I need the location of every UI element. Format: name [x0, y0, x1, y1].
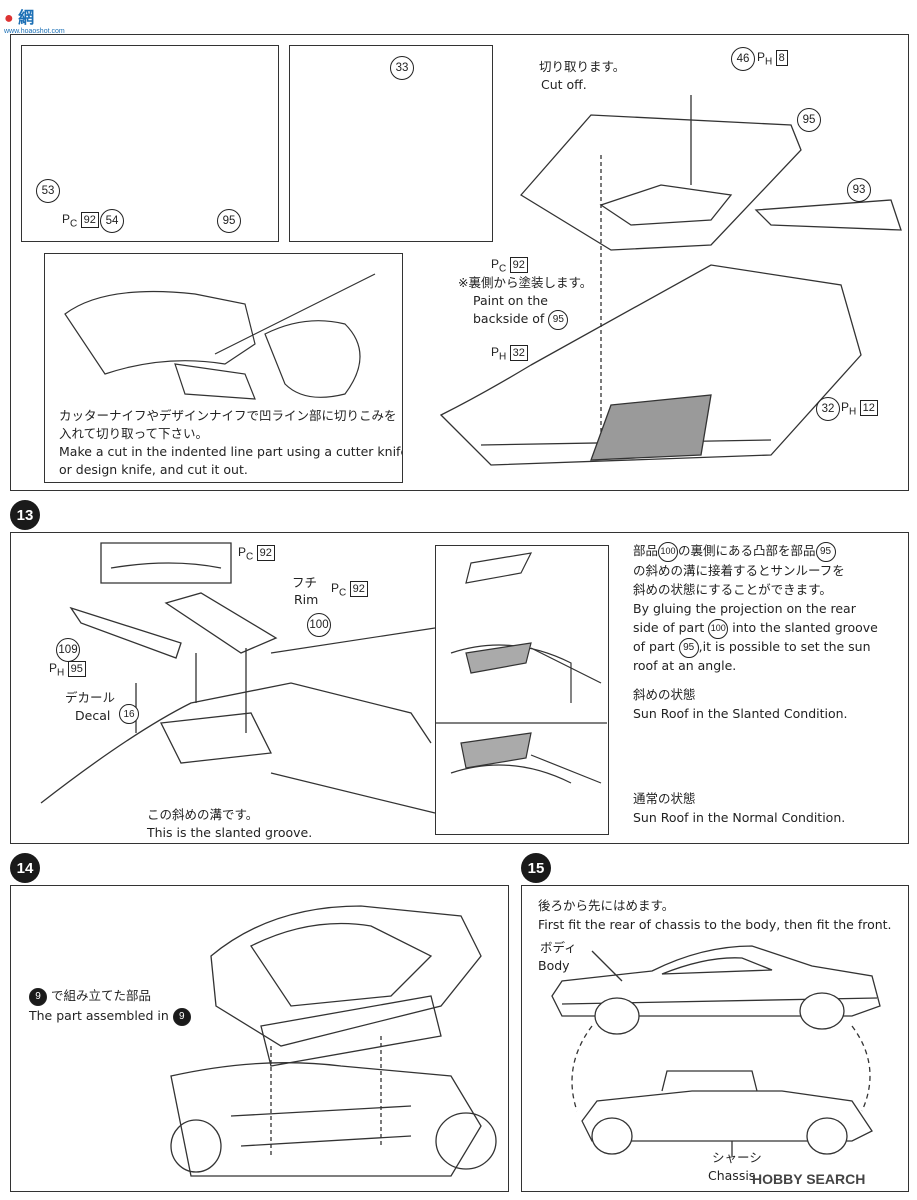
step13-panel: PC 92 フチ Rim PC 92 100 109 PH 95 デカール De… — [10, 532, 909, 844]
part-code-ph8: PH 8 — [757, 50, 788, 67]
slanted-en: Sun Roof in the Slanted Condition. — [633, 706, 848, 721]
step15-drawing — [551, 945, 881, 1156]
paint-note-en-2: backside of 95 — [473, 309, 569, 330]
step-14-badge: 14 — [10, 853, 40, 883]
part-100: 100 — [307, 613, 331, 637]
knife-instruction-en-2: or design knife, and cut it out. — [59, 462, 248, 477]
knife-illustration — [64, 273, 376, 400]
watermark-url: www.hoaoshot.com — [4, 28, 65, 35]
desc-en-1: By gluing the projection on the rear — [633, 601, 856, 616]
body-en: Body — [538, 958, 570, 973]
rim-en: Rim — [294, 592, 319, 607]
interior-subpanel: 33 — [289, 45, 493, 242]
watermark-logo: ● 網 www.hoaoshot.com — [4, 10, 65, 35]
step13-drawing — [40, 542, 607, 814]
step14-panel: 9 で組み立てた部品 The part assembled in 9 — [10, 885, 509, 1192]
part-code-ph95: PH 95 — [49, 661, 86, 678]
paint-note-en-1: Paint on the — [473, 293, 548, 308]
step-15-badge: 15 — [521, 853, 551, 883]
part-93: 93 — [847, 178, 871, 202]
part-32: 32 — [816, 397, 840, 421]
assembled-part-en: The part assembled in 9 — [29, 1006, 191, 1026]
body-jp: ボディ — [540, 940, 577, 955]
decal-jp: デカール — [65, 690, 116, 705]
part-code-pc92-paint: PC 92 — [491, 257, 528, 274]
part-95: 95 — [217, 209, 241, 233]
part-54: 54 — [100, 209, 124, 233]
part-code-pc92: PC 92 — [62, 212, 99, 229]
desc-en-3: of part 95,it is possible to set the sun — [633, 637, 871, 658]
part-code-pc92-spoiler: PC 92 — [238, 545, 275, 562]
hobby-search-logo: HOBBY SEARCH — [752, 1171, 866, 1187]
part-95-tub: 95 — [797, 108, 821, 132]
desc-en-2: side of part 100 into the slanted groove — [633, 618, 878, 639]
watermark-site: 網 — [18, 10, 35, 27]
knife-subpanel: カッターナイフやデザインナイフで凹ライン部に切りこみを 入れて切り取って下さい。… — [44, 253, 403, 483]
intro-en: First fit the rear of chassis to the bod… — [538, 917, 892, 932]
step-ref-9: 9 — [29, 987, 47, 1006]
desc-jp-2: の斜めの溝に接着するとサンルーフを — [633, 563, 845, 578]
cut-off-en: Cut off. — [541, 77, 587, 92]
assembled-part-jp: 9 で組み立てた部品 — [29, 986, 151, 1006]
chassis-jp: シャーシ — [712, 1150, 762, 1165]
step15-panel: 後ろから先にはめます。 First fit the rear of chassi… — [521, 885, 909, 1192]
knife-instruction-jp-1: カッターナイフやデザインナイフで凹ライン部に切りこみを — [59, 408, 397, 423]
groove-en: This is the slanted groove. — [147, 825, 313, 840]
wiper-subpanel: 53 54 95 PC 92 — [21, 45, 279, 242]
sunroof-inset-lines — [270, 552, 607, 814]
part-code-ph32: PH 32 — [491, 345, 528, 362]
cut-off-jp: 切り取ります。 — [539, 59, 626, 74]
normal-en: Sun Roof in the Normal Condition. — [633, 810, 846, 825]
intro-jp: 後ろから先にはめます。 — [538, 898, 675, 913]
knife-instruction-jp-2: 入れて切り取って下さい。 — [59, 426, 209, 441]
part-46: 46 — [731, 47, 755, 71]
decal-16: 16 — [119, 704, 139, 724]
paint-note-jp: ※裏側から塗装します。 — [458, 275, 593, 290]
part-33: 33 — [390, 56, 414, 80]
body-illustration — [439, 95, 902, 466]
groove-jp: この斜めの溝です。 — [147, 807, 259, 822]
normal-jp: 通常の状態 — [633, 791, 696, 806]
desc-jp-3: 斜めの状態にすることができます。 — [633, 582, 832, 597]
sunroof-inset-panel — [435, 545, 609, 835]
part-code-pc92-rim: PC 92 — [331, 581, 368, 598]
decal-en: Decal — [75, 708, 111, 723]
step-13-badge: 13 — [10, 500, 40, 530]
step12-panel: 53 54 95 PC 92 33 カッターナイフやデザインナイフで凹ライン部に… — [10, 34, 909, 491]
chassis-en: Chassis — [708, 1168, 756, 1183]
slanted-jp: 斜めの状態 — [633, 687, 696, 702]
paint-part-95: 95 — [548, 309, 569, 330]
part-53: 53 — [36, 179, 60, 203]
knife-instruction-en-1: Make a cut in the indented line part usi… — [59, 444, 403, 459]
desc-en-4: roof at an angle. — [633, 658, 737, 673]
part-109: 109 — [56, 638, 80, 662]
rim-jp: フチ — [292, 575, 318, 590]
step14-drawing — [170, 905, 497, 1177]
part-code-ph12: PH 12 — [841, 400, 878, 417]
